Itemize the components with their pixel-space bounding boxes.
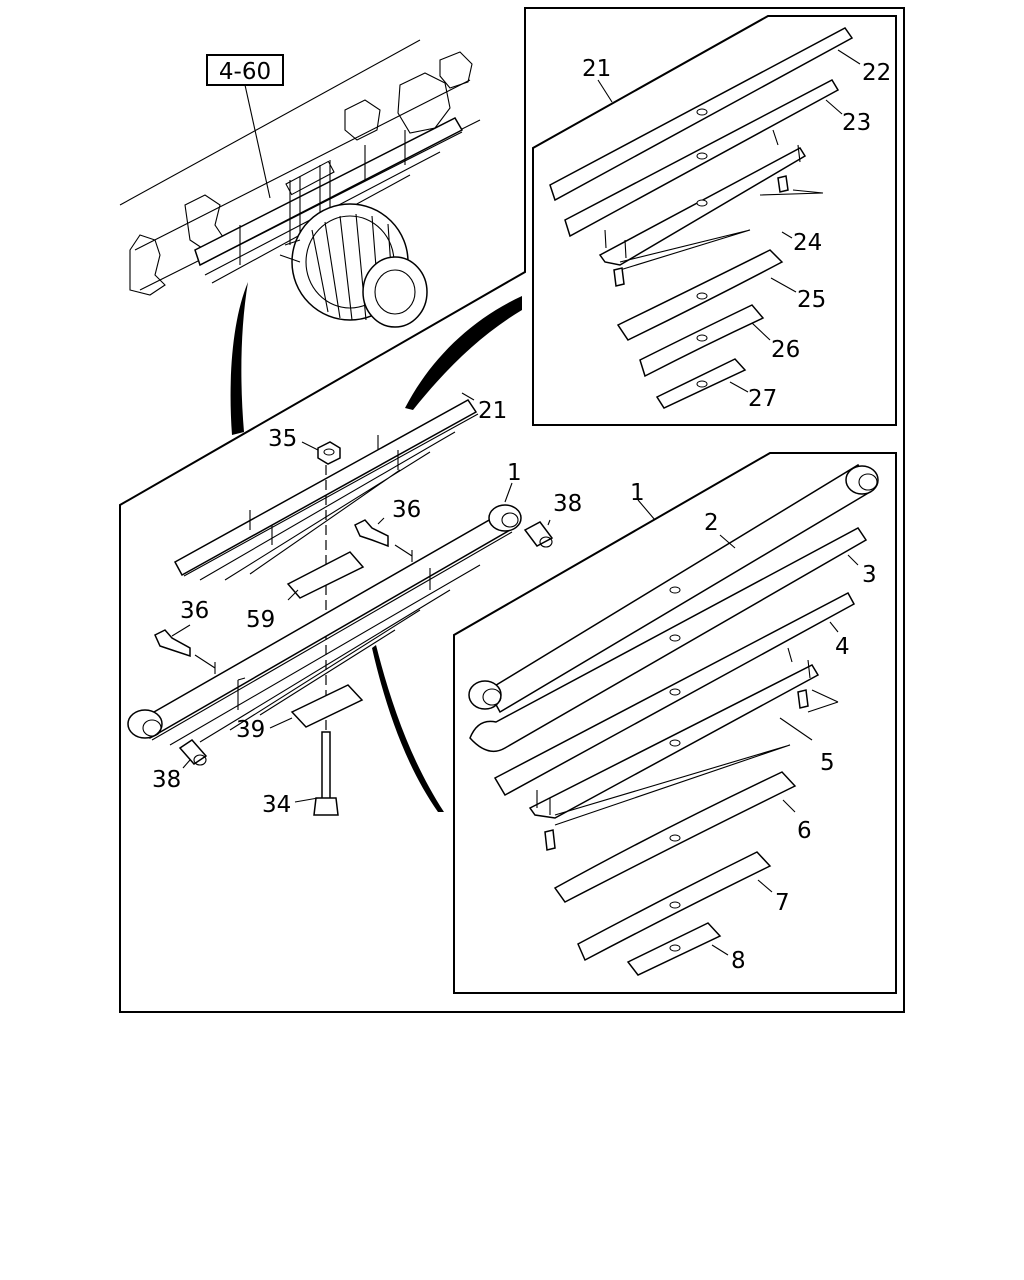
callout-5: 5 [820,750,835,776]
callout-38-right: 38 [553,491,582,517]
callout-35: 35 [268,426,297,452]
bolt-36-lower [154,629,191,658]
callout-21-mid: 21 [478,398,507,424]
callout-1-mid: 1 [507,460,522,486]
lower-leaf-pack-detail [453,452,897,994]
callout-36-lower: 36 [180,598,209,624]
callout-2: 2 [704,510,719,536]
callout-25: 25 [797,287,826,313]
main-diagram-frame [119,7,905,1013]
pad-59 [286,551,365,599]
callout-59: 59 [246,607,275,633]
bolt-36-upper [354,519,389,548]
callout-6: 6 [797,818,812,844]
callout-39: 39 [236,717,265,743]
upper-leaf-pack-detail [532,15,897,426]
callout-27: 27 [748,386,777,412]
leaf-3 [469,527,868,753]
bushing-38-left [178,739,208,765]
callout-3: 3 [862,562,877,588]
bushing-38-right [523,521,554,547]
connector-swoosh-left [230,282,248,435]
callout-7: 7 [775,890,790,916]
callout-34: 34 [262,792,291,818]
callout-8: 8 [731,948,746,974]
connector-swoosh-lower [372,645,444,812]
center-bolt-34 [321,731,331,801]
callout-4: 4 [835,634,850,660]
reference-label: 4-60 [219,59,271,85]
leaf-24 [598,147,807,266]
callout-23: 23 [842,110,871,136]
assembled-spring-view [127,392,554,816]
callout-26: 26 [771,337,800,363]
chassis-axle-view [119,39,481,328]
pad-39 [290,684,364,728]
callout-36-upper: 36 [392,497,421,523]
callout-21-top: 21 [582,56,611,82]
callout-labels: 21 22 23 24 25 26 27 21 35 1 38 36 36 59… [152,56,891,974]
callout-38-left: 38 [152,767,181,793]
callout-24: 24 [793,230,822,256]
callout-22: 22 [862,60,891,86]
connector-swoosh-center [405,296,522,410]
callout-1-box: 1 [630,480,645,506]
reference-box-4-60: 4-60 [206,54,284,199]
